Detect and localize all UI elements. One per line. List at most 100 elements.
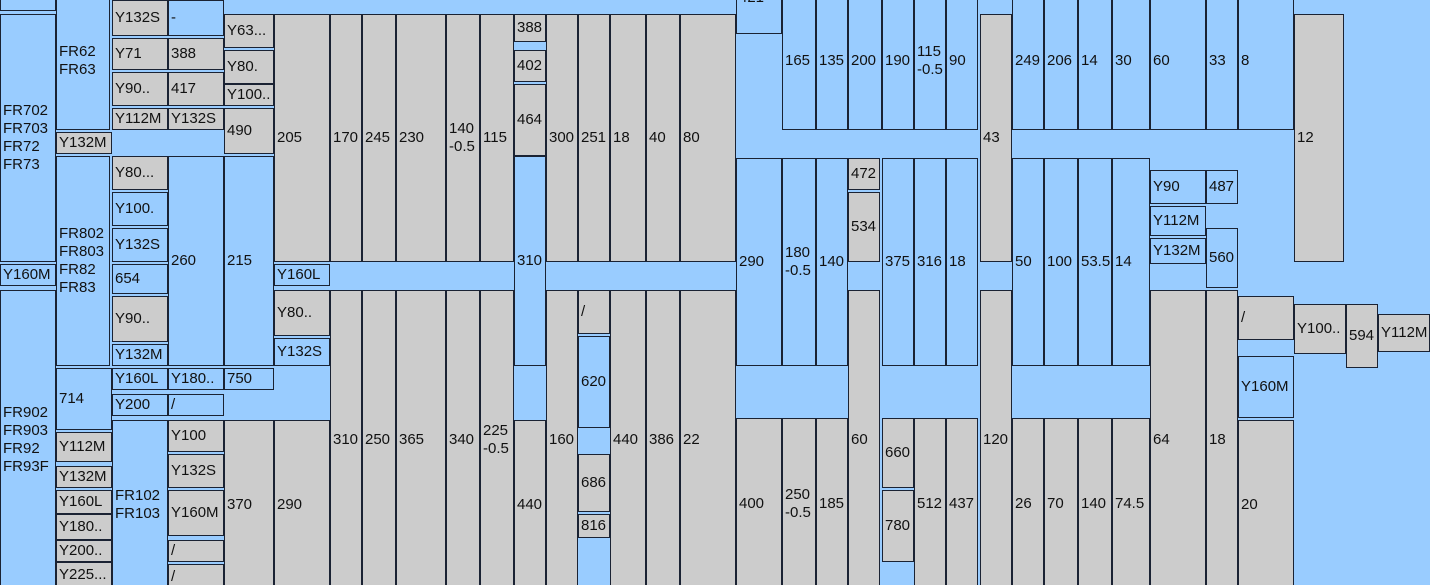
cell-y132s[interactable]: Y132S	[112, 0, 168, 36]
cell-215[interactable]: 215	[224, 156, 274, 366]
cell-250-0-5[interactable]: 250 -0.5	[782, 418, 816, 585]
cell-90[interactable]: 90	[946, 0, 978, 130]
cell-y100[interactable]: Y100..	[1294, 304, 1346, 354]
cell-y80[interactable]: Y80..	[274, 290, 330, 336]
cell-165[interactable]: 165	[782, 0, 816, 130]
cell-249[interactable]: 249	[1012, 0, 1044, 130]
cell-714[interactable]: 714	[56, 368, 112, 430]
cell-20[interactable]: 20	[1238, 420, 1294, 585]
cell-22[interactable]: 22	[680, 290, 736, 585]
cell-402[interactable]: 402	[514, 50, 546, 82]
cell-816[interactable]: 816	[578, 514, 610, 538]
cell-185[interactable]: 185	[816, 418, 848, 585]
cell-437[interactable]: 437	[946, 418, 978, 585]
cell-y160l[interactable]: Y160L	[56, 490, 112, 514]
cell-fr102-fr103[interactable]: FR102 FR103	[112, 420, 168, 585]
cell-y132s[interactable]: Y132S	[112, 228, 168, 262]
cell-417[interactable]: 417	[168, 72, 224, 106]
cell-y160m[interactable]: Y160M	[1238, 356, 1294, 418]
cell-160[interactable]: 160	[546, 290, 578, 585]
cell-340[interactable]: 340	[446, 290, 480, 585]
cell-y160l[interactable]: Y160L	[112, 368, 168, 390]
cell-33[interactable]: 33	[1206, 0, 1238, 130]
cell-472[interactable]: 472	[848, 158, 880, 190]
cell-y71[interactable]: Y71	[112, 38, 168, 70]
cell-26[interactable]: 26	[1012, 418, 1044, 585]
cell-170[interactable]: 170	[330, 14, 362, 262]
cell-560[interactable]: 560	[1206, 228, 1238, 288]
cell-y132m[interactable]: Y132M	[56, 132, 112, 154]
cell-251[interactable]: 251	[578, 14, 610, 262]
cell-y225[interactable]: Y225...	[56, 562, 112, 585]
cell-421[interactable]: 421	[736, 0, 782, 34]
cell-750[interactable]: 750	[224, 368, 274, 390]
cell-115[interactable]: 115	[480, 14, 514, 262]
cell-y160m[interactable]: Y160M	[168, 490, 224, 536]
cell-440[interactable]: 440	[610, 290, 646, 585]
cell-290[interactable]: 290	[736, 158, 782, 366]
cell-375[interactable]: 375	[882, 158, 914, 366]
cell-70[interactable]: 70	[1044, 418, 1078, 585]
cell-blank[interactable]: /	[1238, 296, 1294, 340]
cell-18[interactable]: 18	[610, 14, 646, 262]
cell-594[interactable]: 594	[1346, 304, 1378, 368]
cell-74-5[interactable]: 74.5	[1112, 418, 1150, 585]
cell-487[interactable]: 487	[1206, 170, 1238, 204]
cell-310[interactable]: 310	[514, 156, 546, 366]
cell-y112m[interactable]: Y112M	[1150, 206, 1206, 236]
cell-y90[interactable]: Y90..	[112, 296, 168, 342]
cell-18[interactable]: 18	[1206, 290, 1238, 585]
cell-y112m[interactable]: Y112M	[56, 432, 112, 462]
cell-y160l[interactable]: Y160L	[274, 264, 330, 286]
cell-fr62-fr63[interactable]: FR62 FR63	[56, 0, 110, 130]
cell-blank[interactable]: /	[168, 540, 224, 562]
cell-120[interactable]: 120	[980, 290, 1012, 585]
cell-y63[interactable]: Y63...	[224, 14, 274, 48]
cell-y100[interactable]: Y100..	[224, 84, 274, 106]
cell-43[interactable]: 43	[980, 14, 1012, 262]
cell-y132m[interactable]: Y132M	[1150, 238, 1206, 264]
cell-388[interactable]: 388	[514, 14, 546, 42]
cell-225-0-5[interactable]: 225 -0.5	[480, 290, 514, 585]
cell-y112m[interactable]: Y112M	[112, 108, 168, 130]
cell-y100[interactable]: Y100.	[112, 192, 168, 226]
cell-780[interactable]: 780	[882, 490, 914, 562]
cell-blank[interactable]	[0, 0, 56, 11]
cell-115-0-5[interactable]: 115 -0.5	[914, 0, 946, 130]
cell-fr802-fr803-fr82-fr83[interactable]: FR802 FR803 FR82 FR83	[56, 156, 110, 366]
cell-12[interactable]: 12	[1294, 14, 1344, 262]
cell-250[interactable]: 250	[362, 290, 396, 585]
cell-8[interactable]: 8	[1238, 0, 1294, 130]
cell-y132s[interactable]: Y132S	[168, 454, 224, 488]
cell-660[interactable]: 660	[882, 418, 914, 488]
cell-y132m[interactable]: Y132M	[112, 344, 168, 366]
cell-464[interactable]: 464	[514, 84, 546, 156]
cell-fr702-fr703-fr72-fr73[interactable]: FR702 FR703 FR72 FR73	[0, 14, 56, 262]
cell-y132m[interactable]: Y132M	[56, 466, 112, 488]
cell-y200[interactable]: Y200	[112, 394, 168, 416]
cell-y80[interactable]: Y80.	[224, 50, 274, 84]
cell-290[interactable]: 290	[274, 420, 330, 585]
cell-y200[interactable]: Y200..	[56, 540, 112, 562]
cell-53-5[interactable]: 53.5	[1078, 158, 1112, 366]
cell-654[interactable]: 654	[112, 264, 168, 294]
cell-190[interactable]: 190	[882, 0, 914, 130]
cell-60[interactable]: 60	[848, 290, 880, 585]
cell-30[interactable]: 30	[1112, 0, 1150, 130]
cell-300[interactable]: 300	[546, 14, 578, 262]
cell-y100[interactable]: Y100	[168, 420, 224, 452]
cell-14[interactable]: 14	[1112, 158, 1150, 366]
cell-y180[interactable]: Y180..	[168, 368, 224, 390]
cell-14[interactable]: 14	[1078, 0, 1112, 130]
cell-blank[interactable]: /	[168, 394, 224, 416]
cell-140[interactable]: 140	[1078, 418, 1112, 585]
cell-100[interactable]: 100	[1044, 158, 1078, 366]
cell-490[interactable]: 490	[224, 108, 274, 154]
cell-140[interactable]: 140	[816, 158, 848, 366]
cell-blank[interactable]: /	[578, 290, 610, 334]
cell-205[interactable]: 205	[274, 14, 330, 262]
cell-512[interactable]: 512	[914, 418, 946, 585]
cell-180-0-5[interactable]: 180 -0.5	[782, 158, 816, 366]
cell-686[interactable]: 686	[578, 454, 610, 512]
cell-y80[interactable]: Y80...	[112, 156, 168, 190]
